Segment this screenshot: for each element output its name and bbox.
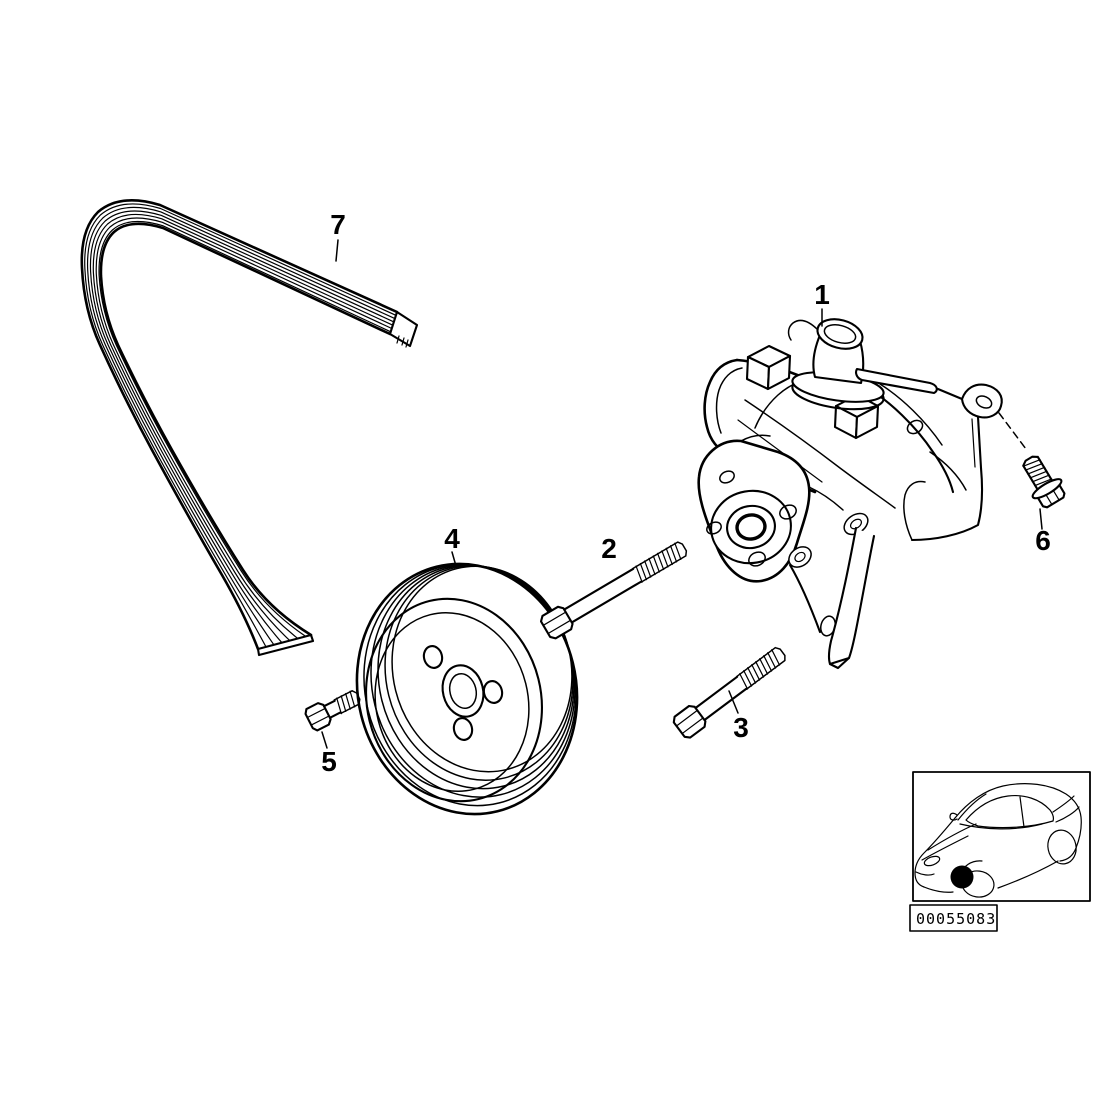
pulley-hole xyxy=(482,680,504,704)
car-location-inset: 00055083 xyxy=(909,771,1091,932)
leader-line-7 xyxy=(335,239,339,262)
inset-frame xyxy=(912,771,1091,902)
bolt6-alignment-line xyxy=(998,412,1027,450)
callout-6[interactable]: 6 xyxy=(1035,525,1051,556)
bolt-short xyxy=(304,690,361,732)
image-code: 00055083 xyxy=(916,910,996,928)
pulley-hole xyxy=(422,645,444,669)
leader-line-6 xyxy=(1039,508,1043,530)
ribbed-belt xyxy=(80,199,419,657)
callouts: 1 2 3 4 5 6 7 xyxy=(321,209,1051,777)
bolt-long xyxy=(539,541,688,640)
location-marker-dot xyxy=(950,865,974,889)
leader-line-5 xyxy=(321,731,328,749)
pump-front-flange xyxy=(697,439,811,583)
callout-7[interactable]: 7 xyxy=(330,209,346,240)
pulley-face xyxy=(365,597,543,803)
leader-line-3 xyxy=(728,690,739,714)
pump-support-arm xyxy=(827,526,876,666)
power-steering-pump xyxy=(697,318,1003,670)
callout-4[interactable]: 4 xyxy=(444,523,460,554)
car-outline xyxy=(914,783,1082,898)
pulley xyxy=(355,562,579,816)
callout-5[interactable]: 5 xyxy=(321,746,337,777)
bolt-medium xyxy=(672,646,786,739)
pulley-hub xyxy=(441,664,485,718)
belt-end-bottom xyxy=(256,633,315,657)
belt-inner-edge xyxy=(99,222,392,637)
belt-outer-edge xyxy=(80,199,399,651)
rear-wheel xyxy=(1047,829,1077,865)
bolt-flanged xyxy=(1022,455,1066,509)
callout-2[interactable]: 2 xyxy=(601,533,617,564)
leader-line-4 xyxy=(451,551,457,567)
pump-boss-a xyxy=(745,344,792,391)
callout-3[interactable]: 3 xyxy=(733,712,749,743)
callout-1[interactable]: 1 xyxy=(814,279,830,310)
pulley-hole xyxy=(452,717,474,741)
belt-end-top xyxy=(388,310,419,348)
pump-strap xyxy=(855,367,938,395)
image-code-box xyxy=(909,904,998,932)
ear-bolt-hole xyxy=(975,395,993,409)
pump-inlet-fitting xyxy=(787,318,885,411)
pump-bracket-ear xyxy=(960,383,1003,419)
